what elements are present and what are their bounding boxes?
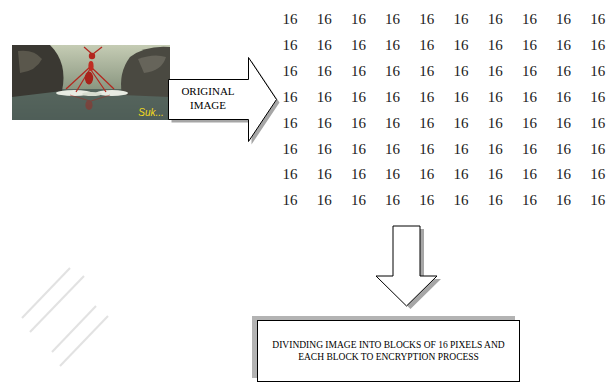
table-cell: 16 (317, 11, 332, 28)
table-cell: 16 (419, 88, 434, 105)
table-cell: 16 (385, 140, 400, 157)
node-label: ORIGINAL IMAGE (172, 85, 244, 113)
table-cell: 16 (522, 192, 537, 209)
table-cell: 16 (454, 11, 469, 28)
table-cell: 16 (385, 166, 400, 183)
table-cell: 16 (419, 114, 434, 131)
table-cell: 16 (385, 192, 400, 209)
table-cell: 16 (385, 11, 400, 28)
table-cell: 16 (590, 140, 605, 157)
table-cell: 16 (556, 63, 571, 80)
table-cell: 16 (522, 88, 537, 105)
table-cell: 16 (283, 37, 298, 54)
table-cell: 16 (351, 192, 366, 209)
table-cell: 16 (419, 63, 434, 80)
table-cell: 16 (522, 11, 537, 28)
node-content: ORIGINAL IMAGE (172, 85, 244, 113)
node-label: DIVINDING IMAGE INTO BLOCKS OF 16 PIXELS… (272, 339, 505, 364)
table-cell: 16 (454, 37, 469, 54)
table-cell: 16 (419, 37, 434, 54)
table-cell: 16 (556, 114, 571, 131)
table-cell: 16 (454, 166, 469, 183)
table-cell: 16 (283, 166, 298, 183)
table-cell: 16 (351, 140, 366, 157)
table-cell: 16 (590, 37, 605, 54)
table-cell: 16 (419, 166, 434, 183)
table-cell: 16 (454, 114, 469, 131)
table-cell: 16 (419, 192, 434, 209)
table-cell: 16 (351, 37, 366, 54)
table-cell: 16 (522, 114, 537, 131)
table-cell: 16 (385, 114, 400, 131)
table-cell: 16 (590, 114, 605, 131)
table-cell: 16 (488, 114, 503, 131)
table-cell: 16 (556, 11, 571, 28)
table-cell: 16 (351, 166, 366, 183)
table-cell: 16 (419, 11, 434, 28)
table-cell: 16 (556, 166, 571, 183)
table-cell: 16 (351, 114, 366, 131)
table-cell: 16 (351, 11, 366, 28)
table-cell: 16 (590, 88, 605, 105)
table-cell: 16 (556, 88, 571, 105)
process-box: DIVINDING IMAGE INTO BLOCKS OF 16 PIXELS… (257, 320, 520, 382)
table-cell: 16 (556, 140, 571, 157)
table-cell: 16 (385, 63, 400, 80)
table-cell: 16 (522, 63, 537, 80)
table-cell: 16 (488, 11, 503, 28)
table-cell: 16 (454, 192, 469, 209)
table-cell: 16 (317, 88, 332, 105)
table-cell: 16 (488, 37, 503, 54)
table-cell: 16 (317, 114, 332, 131)
table-cell: 16 (590, 11, 605, 28)
table-cell: 16 (283, 11, 298, 28)
table-cell: 16 (317, 192, 332, 209)
table-cell: 16 (488, 140, 503, 157)
table-cell: 16 (385, 37, 400, 54)
table-cell: 16 (454, 63, 469, 80)
table-cell: 16 (283, 63, 298, 80)
table-cell: 16 (351, 63, 366, 80)
table-cell: 16 (351, 88, 366, 105)
table-cell: 16 (454, 140, 469, 157)
table-cell: 16 (590, 63, 605, 80)
table-cell: 16 (317, 166, 332, 183)
table-cell: 16 (556, 37, 571, 54)
table-cell: 16 (522, 166, 537, 183)
table-cell: 16 (488, 192, 503, 209)
table-cell: 16 (283, 192, 298, 209)
table-cell: 16 (283, 114, 298, 131)
table-cell: 16 (522, 37, 537, 54)
table-cell: 16 (283, 140, 298, 157)
table-cell: 16 (317, 63, 332, 80)
table-cell: 16 (522, 140, 537, 157)
table-cell: 16 (283, 88, 298, 105)
table-cell: 16 (488, 63, 503, 80)
table-cell: 16 (454, 88, 469, 105)
table-cell: 16 (385, 88, 400, 105)
table-cell: 16 (590, 166, 605, 183)
table-cell: 16 (317, 140, 332, 157)
table-cell: 16 (317, 37, 332, 54)
table-cell: 16 (488, 88, 503, 105)
table-cell: 16 (590, 192, 605, 209)
arrow-border (169, 58, 277, 142)
arrow-shape: ORIGINAL IMAGE (168, 57, 280, 145)
table-cell: 16 (556, 192, 571, 209)
node-content: DIVINDING IMAGE INTO BLOCKS OF 16 PIXELS… (272, 339, 505, 364)
watermark-text: Suk... (138, 107, 164, 118)
table-cell: 16 (488, 166, 503, 183)
table-cell: 16 (419, 140, 434, 157)
